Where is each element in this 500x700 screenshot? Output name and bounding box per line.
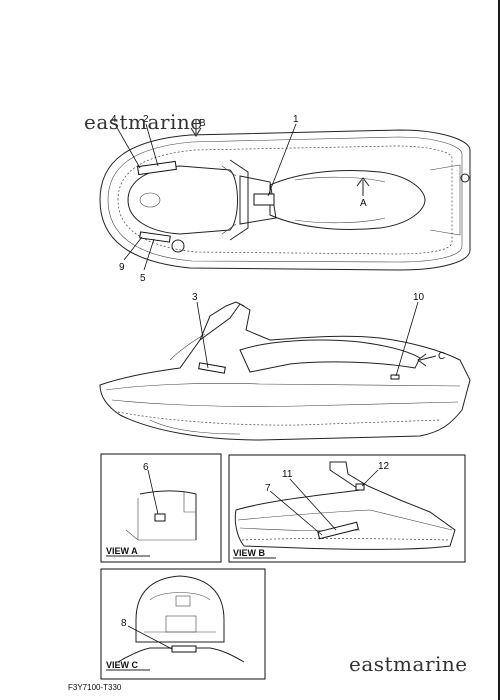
callout-12: 12 (378, 461, 390, 472)
view-a-label: VIEW A (106, 546, 138, 556)
page-right-border (498, 0, 500, 700)
decal-10 (390, 374, 400, 380)
callout-11: 11 (282, 469, 293, 480)
arrow-a-label: A (360, 198, 367, 209)
decal-6 (154, 513, 166, 522)
decal-3 (198, 362, 226, 374)
view-a-panel: 6 VIEW A (100, 453, 222, 563)
callout-2: 2 (143, 114, 149, 125)
view-b-label: VIEW B (233, 548, 266, 558)
view-b-panel: 7 11 12 VIEW B (228, 454, 466, 563)
decal-12 (355, 483, 365, 491)
decal-1 (253, 193, 275, 206)
watermark-top: eastmarine (84, 110, 203, 134)
side-view-watercraft: C (99, 301, 471, 441)
decal-7-11 (317, 521, 359, 540)
callout-5: 5 (140, 273, 146, 284)
view-c-panel: 8 VIEW C (100, 568, 266, 680)
watermark-bottom: eastmarine (349, 652, 468, 676)
view-c-label: VIEW C (106, 660, 139, 670)
arrow-c-label: C (438, 351, 445, 362)
arrow-b-label: B (199, 118, 206, 129)
document-code: F3Y7100-T330 (68, 683, 122, 692)
top-view-watercraft: A B (99, 118, 471, 271)
decal-9-5 (139, 231, 171, 243)
callout-10: 10 (413, 292, 425, 303)
callout-4: 4 (111, 114, 117, 125)
callout-9: 9 (119, 262, 125, 273)
callout-8: 8 (121, 618, 127, 629)
callout-1: 1 (293, 114, 299, 125)
callout-6: 6 (143, 462, 149, 473)
decal-8 (171, 645, 197, 653)
decal-4-2 (137, 160, 177, 176)
callout-3: 3 (192, 292, 198, 303)
callout-7: 7 (265, 483, 271, 494)
